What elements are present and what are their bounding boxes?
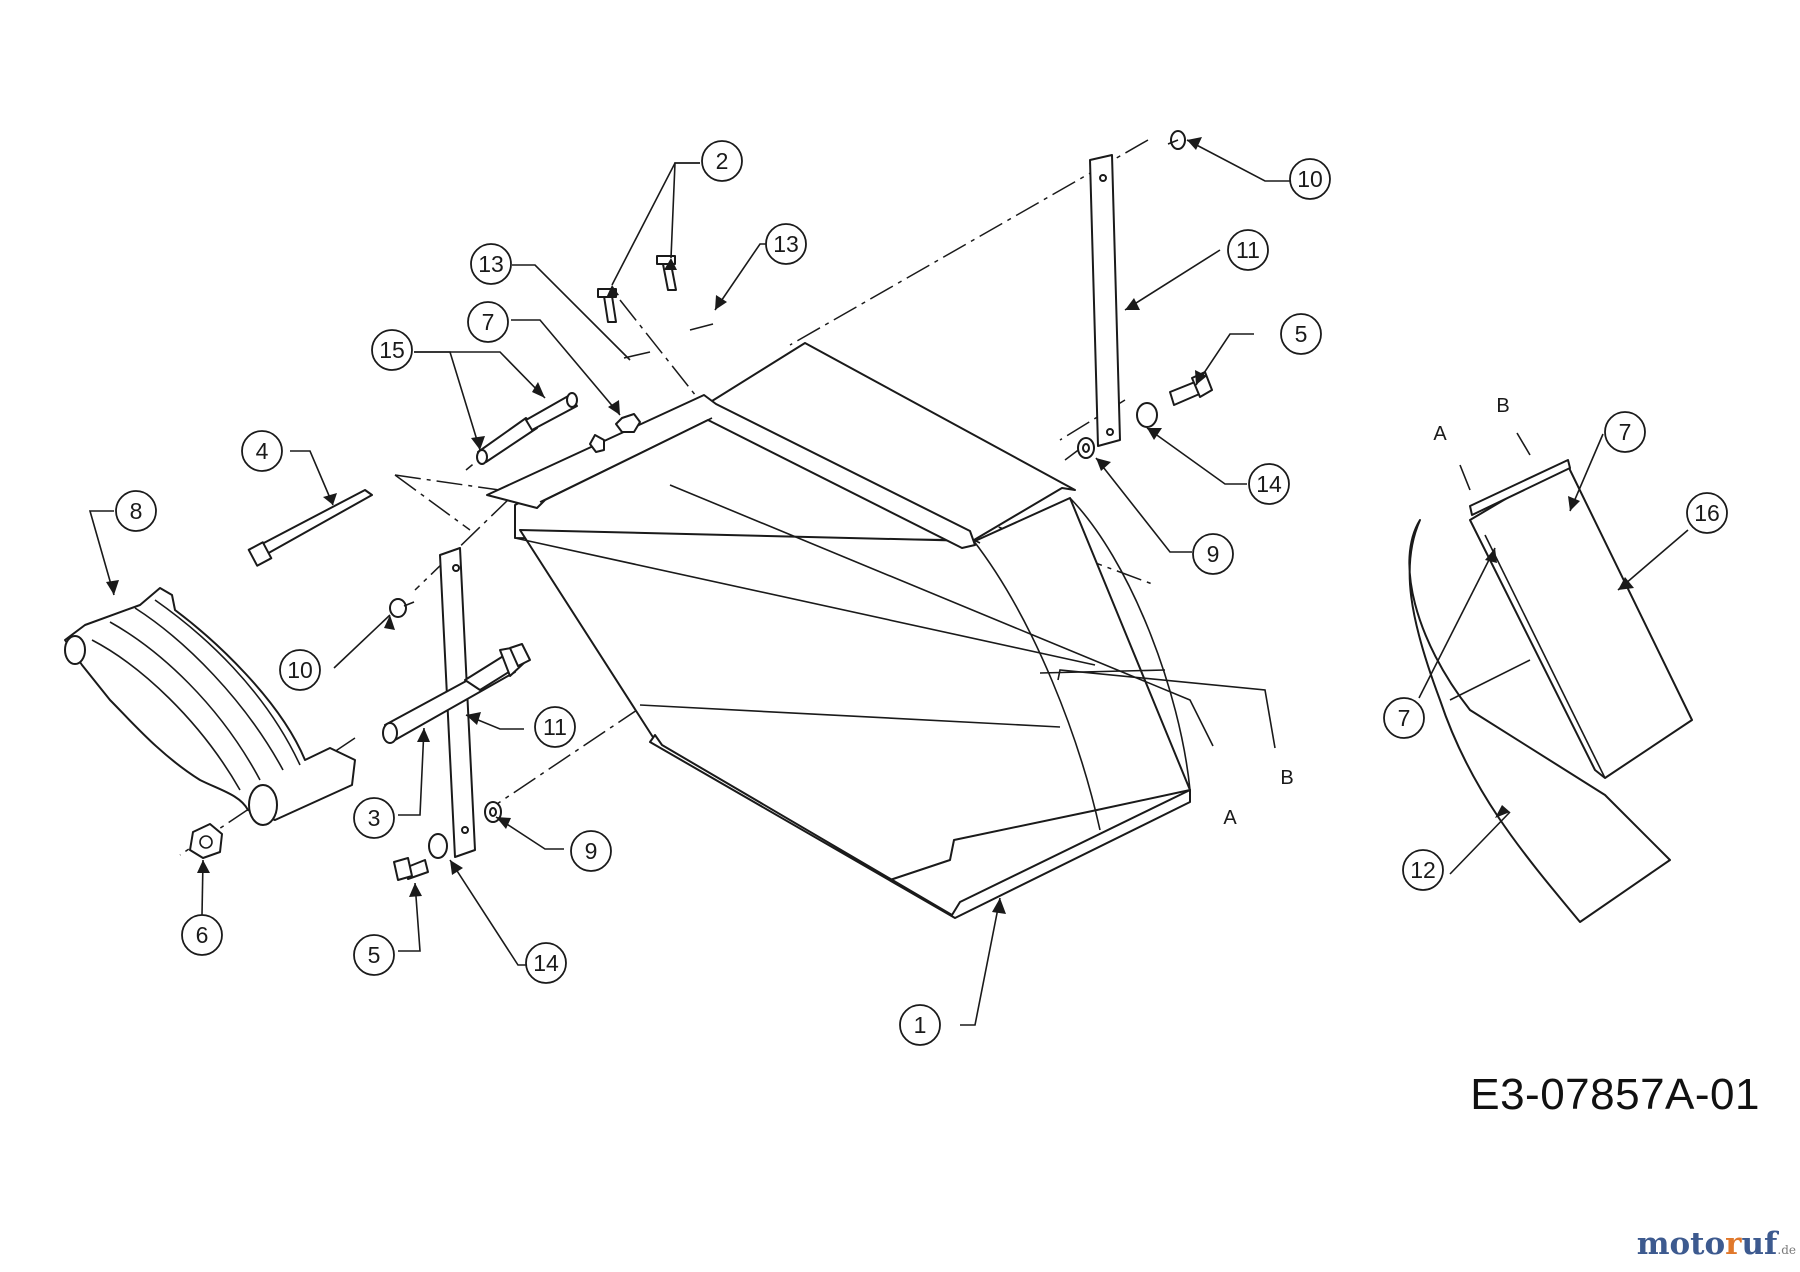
svg-text:11: 11 — [1236, 237, 1260, 263]
callout-9-left: 9 — [570, 830, 612, 872]
callout-7-deflector-top: 7 — [1604, 411, 1646, 453]
arrowheads — [106, 137, 1634, 914]
svg-text:5: 5 — [368, 942, 381, 968]
deflector-assembly — [1408, 459, 1693, 923]
svg-text:16: 16 — [1694, 500, 1720, 526]
svg-text:10: 10 — [1297, 166, 1323, 192]
section-label-b: B — [1280, 767, 1293, 789]
watermark-tld: .de — [1777, 1243, 1796, 1257]
section-label-a: A — [1223, 807, 1237, 829]
callout-2: 2 — [701, 140, 743, 182]
drawing-code: E3-07857A-01 — [1470, 1070, 1760, 1119]
long-bolt — [247, 489, 373, 567]
watermark-tail: uf — [1741, 1226, 1778, 1262]
chute-housing — [514, 342, 1191, 919]
svg-text:3: 3 — [368, 805, 381, 831]
svg-text:12: 12 — [1410, 857, 1436, 883]
callout-11-right: 11 — [1227, 229, 1269, 271]
callout-9-right: 9 — [1192, 533, 1234, 575]
callout-10-right: 10 — [1289, 158, 1331, 200]
section-mark-a — [1459, 464, 1471, 491]
callout-3: 3 — [353, 797, 395, 839]
callout-14-left: 14 — [525, 942, 567, 984]
callout-16: 16 — [1686, 492, 1728, 534]
svg-text:4: 4 — [256, 438, 269, 464]
svg-text:9: 9 — [1207, 541, 1220, 567]
svg-text:2: 2 — [716, 148, 729, 174]
svg-text:1: 1 — [914, 1012, 927, 1038]
callout-4: 4 — [241, 430, 283, 472]
svg-text:5: 5 — [1295, 321, 1308, 347]
svg-text:14: 14 — [533, 950, 559, 976]
watermark-logo: motoruf.de — [1636, 1226, 1796, 1262]
hinge-pins — [476, 392, 578, 465]
small-bolts — [597, 255, 677, 323]
strap-right — [1089, 154, 1121, 447]
section-label-a-detail: A — [1433, 423, 1447, 445]
svg-text:15: 15 — [379, 337, 405, 363]
callout-11-left: 11 — [534, 706, 576, 748]
callout-5-right: 5 — [1280, 313, 1322, 355]
top-mounting-flange — [486, 394, 976, 549]
svg-text:14: 14 — [1256, 471, 1282, 497]
handle-bracket — [64, 587, 356, 826]
shaft-assembly — [382, 646, 526, 744]
svg-text:13: 13 — [478, 251, 504, 277]
svg-text:7: 7 — [482, 309, 495, 335]
hex-nut — [189, 823, 223, 859]
svg-text:7: 7 — [1398, 705, 1411, 731]
callout-7-deflector-bottom: 7 — [1383, 697, 1425, 739]
callout-1: 1 — [899, 1004, 941, 1046]
cotter-pins — [623, 323, 714, 359]
callout-5-left: 5 — [353, 934, 395, 976]
svg-text:6: 6 — [196, 922, 209, 948]
svg-text:10: 10 — [287, 657, 313, 683]
callout-14-right: 14 — [1248, 463, 1290, 505]
callout-13-left: 13 — [470, 243, 512, 285]
callout-15: 15 — [371, 329, 413, 371]
callout-13-right: 13 — [765, 223, 807, 265]
leader-lines — [88, 139, 1689, 1026]
section-mark-b — [1516, 432, 1531, 456]
svg-text:11: 11 — [543, 714, 567, 740]
svg-text:7: 7 — [1619, 419, 1632, 445]
section-label-b-detail: B — [1496, 395, 1509, 417]
svg-text:13: 13 — [773, 231, 799, 257]
watermark-main: moto — [1636, 1226, 1726, 1262]
svg-text:8: 8 — [130, 498, 143, 524]
callout-6: 6 — [181, 914, 223, 956]
callout-12: 12 — [1402, 849, 1444, 891]
callout-7-top: 7 — [467, 301, 509, 343]
svg-text:9: 9 — [585, 838, 598, 864]
watermark-accent: r — [1725, 1226, 1742, 1262]
callout-10-left: 10 — [279, 649, 321, 691]
callout-8: 8 — [115, 490, 157, 532]
